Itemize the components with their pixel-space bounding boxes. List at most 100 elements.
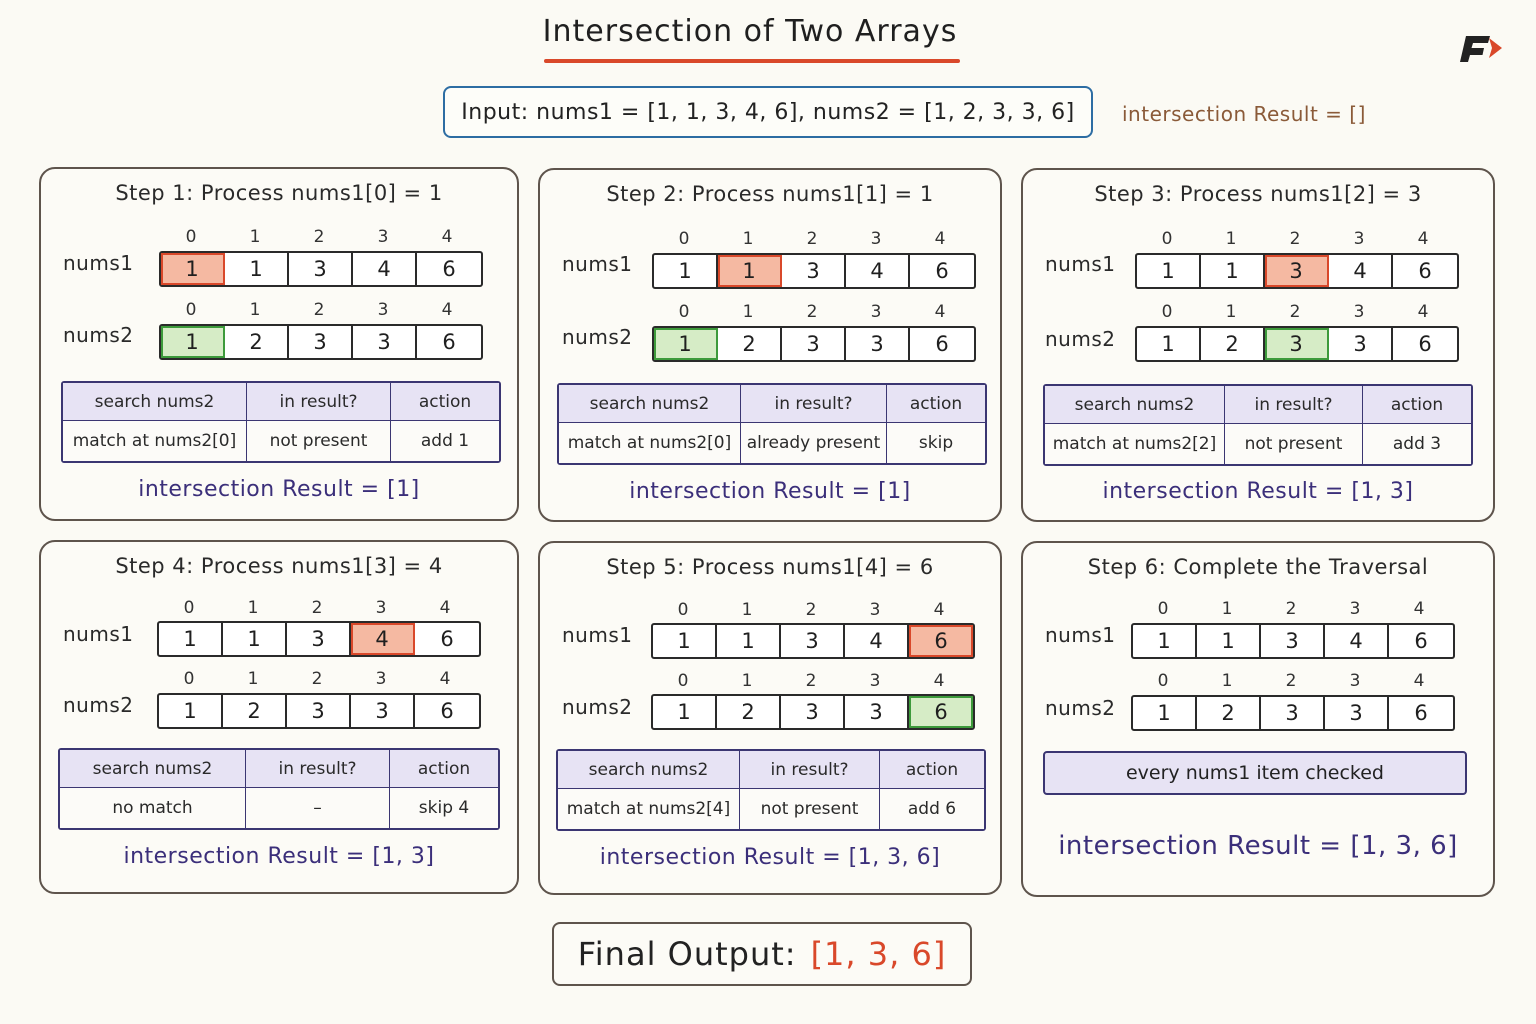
- table-header: search nums2: [559, 385, 741, 423]
- nums1-label: nums1: [63, 251, 134, 275]
- index-label: 0: [1157, 671, 1169, 691]
- nums2-cell: 2: [225, 326, 289, 358]
- index-label: 3: [375, 598, 387, 618]
- nums1-cell: 3: [1265, 255, 1329, 287]
- index-label: 4: [933, 600, 945, 620]
- nums1-cell: 6: [1414, 629, 1428, 653]
- index-label: 3: [377, 300, 389, 320]
- nums1-cell: 6: [935, 259, 949, 283]
- nums2-cell: 2: [717, 696, 781, 728]
- initial-result: intersection Result = []: [1122, 102, 1366, 126]
- input-box: Input: nums1 = [1, 1, 3, 4, 6], nums2 = …: [443, 86, 1093, 138]
- step-title: Step 4: Process nums1[3] = 4: [115, 554, 443, 578]
- table-cell: skip 4: [390, 788, 498, 828]
- table-header: in result?: [740, 751, 880, 789]
- step-result: intersection Result = [1]: [138, 477, 420, 502]
- nums2-label: nums2: [63, 693, 134, 717]
- table-header: action: [1363, 386, 1471, 424]
- index-label: 4: [1417, 229, 1429, 249]
- index-label: 1: [741, 600, 753, 620]
- table-header: search nums2: [63, 383, 247, 421]
- nums1-cell: 3: [1261, 625, 1325, 657]
- completion-note: every nums1 item checked: [1043, 751, 1467, 795]
- index-label: 0: [678, 302, 690, 322]
- index-label: 3: [870, 229, 882, 249]
- nums1-cell: 3: [287, 623, 351, 655]
- step-result: intersection Result = [1]: [629, 479, 911, 504]
- nums1-cell: 4: [1329, 255, 1393, 287]
- index-label: 2: [1289, 229, 1301, 249]
- table-header: search nums2: [558, 751, 740, 789]
- table-cell: skip: [887, 423, 985, 463]
- nums2-cell: 2: [718, 328, 782, 360]
- nums1-cell: 1: [718, 255, 782, 287]
- nums2-cell: 3: [353, 326, 417, 358]
- index-label: 4: [934, 229, 946, 249]
- index-label: 3: [1349, 599, 1361, 619]
- step-result: intersection Result = [1, 3, 6]: [1058, 831, 1458, 861]
- index-label: 4: [439, 598, 451, 618]
- nums1-cell: 1: [159, 623, 223, 655]
- index-label: 3: [1353, 302, 1365, 322]
- nums1-cell: 3: [782, 255, 846, 287]
- index-label: 1: [249, 300, 261, 320]
- nums2-cell: 1: [1133, 697, 1197, 729]
- title-underline: [544, 59, 960, 63]
- nums1-cell: 1: [161, 253, 225, 285]
- index-label: 0: [677, 671, 689, 691]
- table-cell: not present: [740, 789, 880, 829]
- index-label: 1: [247, 669, 259, 689]
- index-label: 0: [185, 300, 197, 320]
- nums2-cell: 3: [846, 328, 910, 360]
- index-label: 1: [742, 229, 754, 249]
- index-label: 0: [677, 600, 689, 620]
- nums2-label: nums2: [1045, 327, 1116, 351]
- final-output-label: Final Output:: [577, 935, 797, 973]
- index-label: 1: [742, 302, 754, 322]
- index-label: 2: [313, 227, 325, 247]
- index-label: 0: [1157, 599, 1169, 619]
- nums2-cell: 2: [1201, 328, 1265, 360]
- nums2-cell: 3: [289, 326, 353, 358]
- table-header: action: [880, 751, 984, 789]
- nums2-cell: 1: [653, 696, 717, 728]
- index-label: 4: [441, 227, 453, 247]
- index-label: 0: [1161, 302, 1173, 322]
- table-header: search nums2: [1045, 386, 1225, 424]
- index-label: 2: [805, 671, 817, 691]
- index-label: 4: [441, 300, 453, 320]
- step-title: Step 6: Complete the Traversal: [1087, 555, 1429, 579]
- table-header: action: [390, 750, 498, 788]
- nums2-cell: 1: [654, 328, 718, 360]
- nums2-cell: 2: [1197, 697, 1261, 729]
- nums2-cell: 6: [1418, 332, 1432, 356]
- index-label: 1: [1225, 302, 1237, 322]
- nums2-label: nums2: [63, 323, 134, 347]
- nums1-cell: 6: [909, 625, 973, 657]
- nums1-cell: 4: [351, 623, 415, 655]
- index-label: 3: [375, 669, 387, 689]
- final-output: Final Output: [1, 3, 6]: [552, 922, 972, 986]
- nums1-cell: 4: [353, 253, 417, 285]
- index-label: 2: [805, 600, 817, 620]
- nums2-cell: 2: [223, 695, 287, 727]
- table-cell: match at nums2[0]: [559, 423, 741, 463]
- table-cell: not present: [247, 421, 391, 461]
- index-label: 0: [183, 669, 195, 689]
